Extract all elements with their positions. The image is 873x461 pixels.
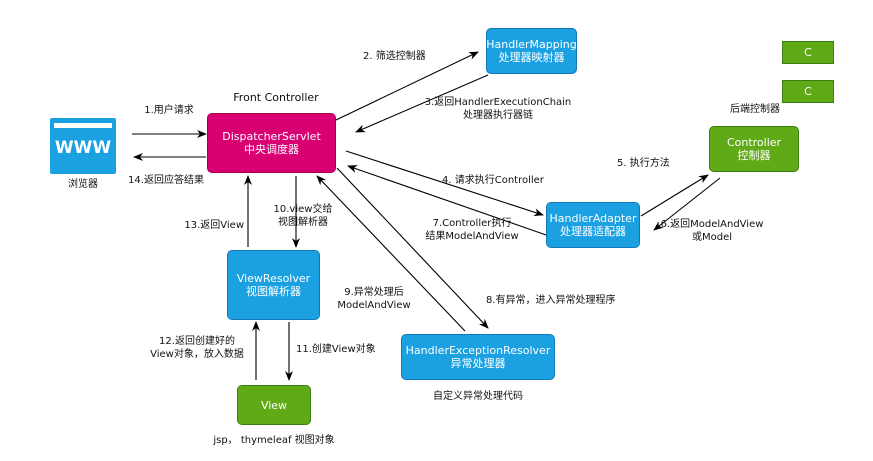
legend-c-label-2: C (804, 85, 812, 98)
exception-resolver-box: HandlerExceptionResolver 异常处理器 (401, 334, 555, 380)
browser-window-icon: WWW (50, 118, 116, 174)
browser-titlebar (54, 123, 112, 128)
legend-c-box-1: C (782, 41, 834, 64)
arrow-step-6 (653, 177, 721, 231)
controller-caption: 后端控制器 (730, 104, 780, 115)
arrow-step-5 (640, 174, 709, 217)
step-10-label-line1: 10.view交给 (273, 204, 333, 215)
handler-mapping-box: HandlerMapping 处理器映射器 (486, 28, 577, 74)
handler-mapping-desc: 处理器映射器 (498, 51, 565, 64)
browser-www-text: WWW (54, 138, 112, 158)
handler-mapping-name: HandlerMapping (486, 38, 577, 51)
step-11-label: 11.创建View对象 (296, 344, 376, 355)
step-12-label-line1: 12.返回创建好的 (159, 336, 235, 347)
step-6-label-line1: 6.返回ModelAndView (660, 219, 764, 230)
step-7-label-line2: 结果ModelAndView (425, 231, 519, 242)
view-resolver-name: ViewResolver (236, 272, 311, 285)
view-box: View (237, 385, 311, 425)
front-controller-caption: Front Controller (233, 91, 319, 104)
step-1-label: 1.用户请求 (144, 105, 194, 116)
view-resolver-box: ViewResolver 视图解析器 (227, 250, 320, 320)
handler-adapter-desc: 处理器适配器 (560, 225, 626, 238)
arrow-step-3 (355, 74, 489, 133)
step-12-label-line2: View对象，放入数据 (150, 349, 244, 360)
controller-name: Controller (726, 136, 782, 149)
step-3-label-line1: 3.返回HandlerExecutionChain (424, 97, 572, 108)
arrow-step-7 (347, 165, 550, 237)
arrow-step-2 (335, 51, 479, 121)
step-6-label-line2: 或Model (691, 232, 733, 243)
arrow-step-8 (336, 167, 489, 329)
view-name: View (260, 398, 288, 412)
legend-c-box-2: C (782, 80, 834, 103)
step-9-label-line1: 9.异常处理后 (344, 287, 404, 298)
step-14-label: 14.返回应答结果 (128, 175, 204, 186)
step-7-label-line1: 7.Controller执行 (432, 218, 512, 229)
step-5-label: 5. 执行方法 (617, 158, 670, 169)
dispatcher-servlet-desc: 中央调度器 (244, 143, 299, 156)
exception-resolver-desc: 异常处理器 (450, 357, 506, 370)
step-10-label-line2: 视图解析器 (278, 217, 328, 228)
step-4-label: 4. 请求执行Controller (442, 175, 544, 186)
controller-desc: 控制器 (737, 149, 771, 162)
exception-resolver-caption: 自定义异常处理代码 (433, 391, 523, 402)
legend-c-label-1: C (804, 46, 812, 59)
arrow-step-4 (345, 150, 544, 217)
exception-resolver-name: HandlerExceptionResolver (405, 344, 551, 357)
dispatcher-servlet-box: DispatcherServlet 中央调度器 (207, 113, 336, 173)
step-8-label: 8.有异常，进入异常处理程序 (486, 295, 616, 306)
view-caption: jsp， thymeleaf 视图对象 (213, 435, 335, 446)
handler-adapter-name: HandlerAdapter (549, 212, 637, 225)
step-9-label-line2: ModelAndView (337, 300, 411, 311)
step-3-label-line2: 处理器执行器链 (463, 110, 533, 121)
view-resolver-desc: 视图解析器 (246, 285, 301, 298)
browser-label: 浏览器 (68, 179, 98, 190)
arrow-step-9 (316, 175, 466, 332)
controller-box: Controller 控制器 (709, 126, 799, 172)
step-2-label: 2. 筛选控制器 (363, 51, 426, 62)
dispatcher-servlet-name: DispatcherServlet (222, 130, 321, 143)
step-13-label: 13.返回View (184, 220, 244, 231)
handler-adapter-box: HandlerAdapter 处理器适配器 (546, 202, 640, 248)
